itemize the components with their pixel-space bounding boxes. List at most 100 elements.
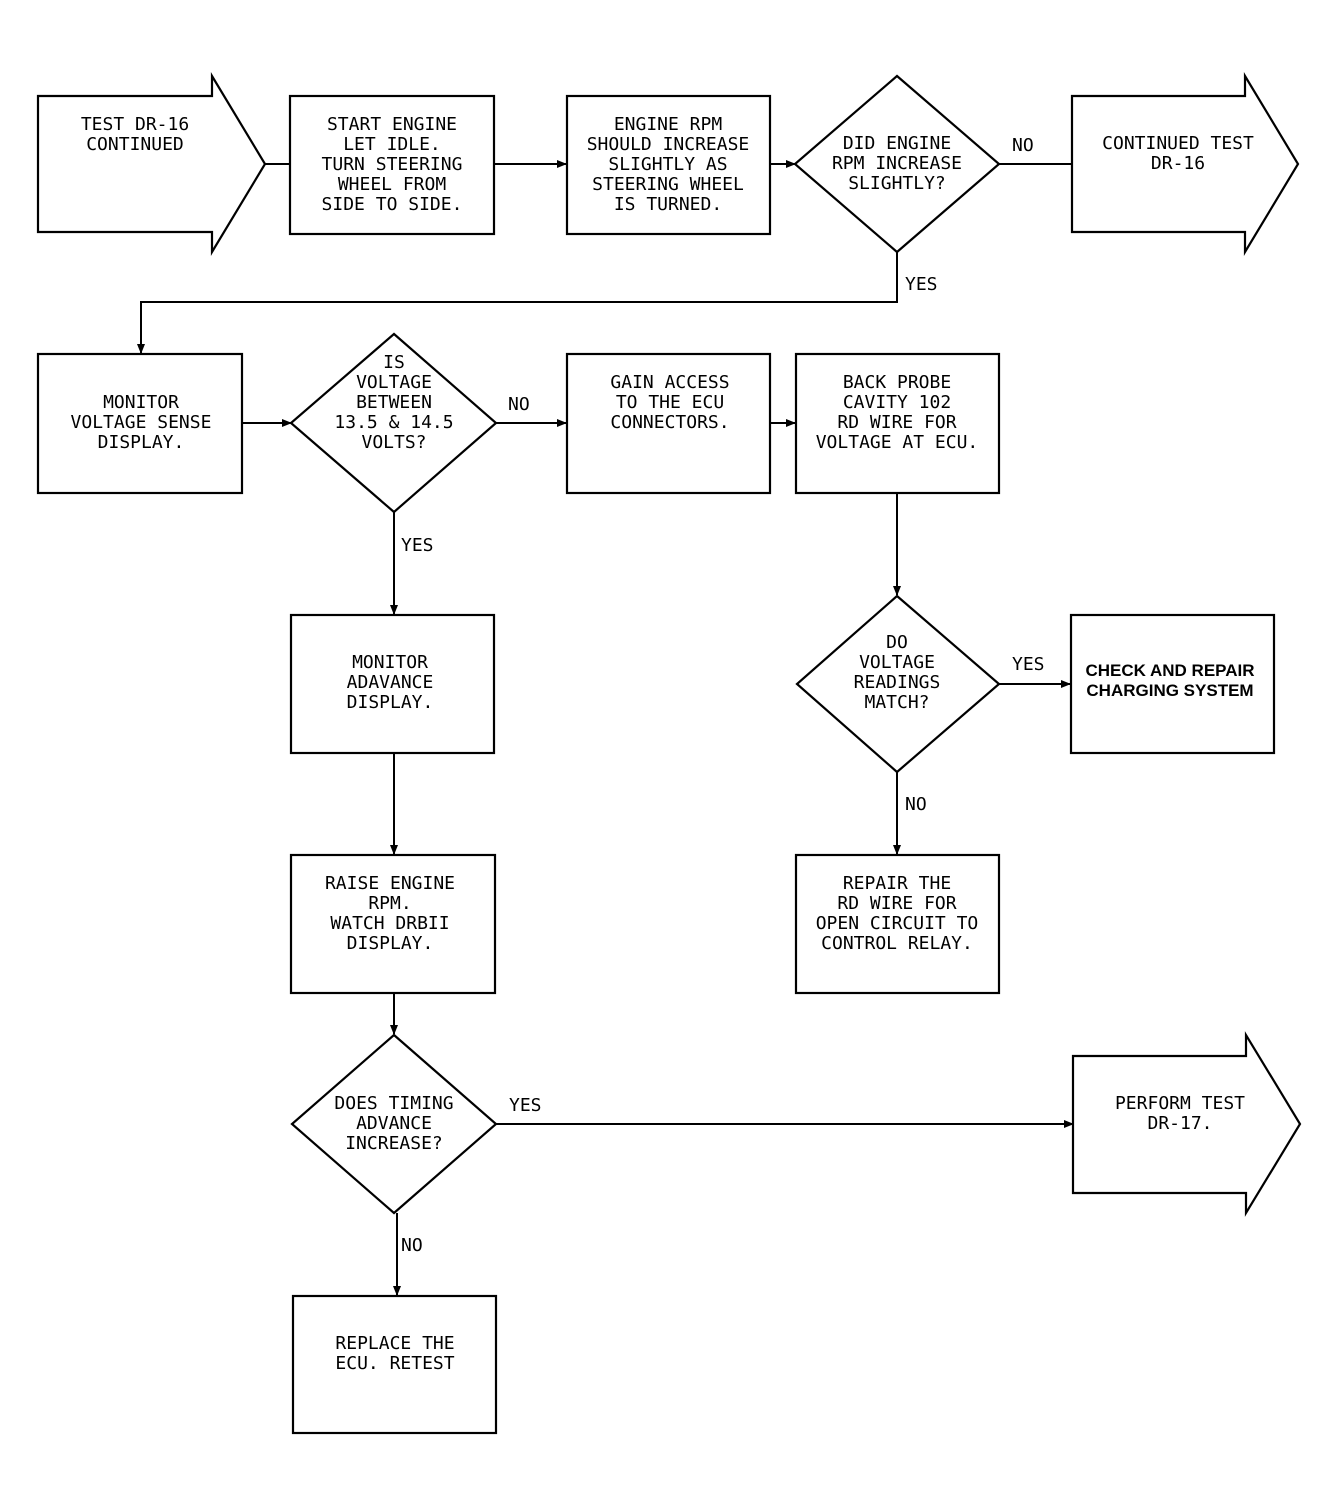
node-text-line: ADVANCE [356, 1113, 432, 1134]
node-text-line: RPM INCREASE [832, 153, 962, 174]
node-text-line: DISPLAY. [347, 692, 434, 713]
node-text-line: MONITOR [103, 392, 179, 413]
node-text-line: VOLTAGE AT ECU. [816, 432, 979, 453]
node-text-line: CAVITY 102 [843, 392, 951, 413]
node-text-line: CHECK AND REPAIR [1085, 661, 1254, 680]
node-text-line: MONITOR [352, 652, 428, 673]
node-text-line: CHARGING SYSTEM [1086, 681, 1253, 700]
label-timing-no: NO [401, 1235, 423, 1256]
label-rpm-no: NO [1012, 135, 1034, 156]
node-text-line: DID ENGINE [843, 133, 951, 154]
connector-rpm-decision-yes [137, 252, 898, 354]
node-text-line: DISPLAY. [347, 933, 434, 954]
label-timing-yes: YES [509, 1095, 542, 1116]
node-text-line: VOLTAGE SENSE [71, 412, 212, 433]
node-text-line: WATCH DRBII [330, 913, 449, 934]
node-text-line: DOES TIMING [334, 1093, 453, 1114]
node-text-line: READINGS [854, 672, 941, 693]
node-text-line: 13.5 & 14.5 [334, 412, 453, 433]
node-text-line: STEERING WHEEL [592, 174, 744, 195]
node-text-line: CONTINUED [86, 134, 184, 155]
node-text-line: SLIGHTLY AS [608, 154, 727, 175]
label-voltage-yes: YES [401, 535, 434, 556]
node-text-line: DR-16 [1151, 153, 1205, 174]
node-text-line: REPAIR THE [843, 873, 951, 894]
label-voltage-no: NO [508, 394, 530, 415]
node-text-line: START ENGINE [327, 114, 457, 135]
node-text-line: ECU. RETEST [335, 1353, 454, 1374]
node-text-line: ADAVANCE [347, 672, 434, 693]
node-text-line: RAISE ENGINE [325, 873, 455, 894]
node-text-line: GAIN ACCESS [610, 372, 729, 393]
node-text-line: SLIGHTLY? [848, 173, 946, 194]
node-text-line: IS [383, 352, 405, 373]
label-rpm-yes: YES [905, 274, 938, 295]
node-text-line: VOLTS? [361, 432, 426, 453]
node-text-line: DO [886, 632, 908, 653]
node-text-line: DISPLAY. [98, 432, 185, 453]
connectors [137, 160, 1074, 1296]
node-text-line: REPLACE THE [335, 1333, 454, 1354]
node-text-line: SIDE TO SIDE. [322, 194, 463, 215]
node-text-line: BACK PROBE [843, 372, 951, 393]
node-text-line: VOLTAGE [859, 652, 935, 673]
node-text-line: MATCH? [864, 692, 929, 713]
node-text-line: SHOULD INCREASE [587, 134, 750, 155]
node-text-line: VOLTAGE [356, 372, 432, 393]
node-text-line: PERFORM TEST [1115, 1093, 1245, 1114]
node-text-line: OPEN CIRCUIT TO [816, 913, 979, 934]
node-text-line: INCREASE? [345, 1133, 443, 1154]
node-text-line: RPM. [368, 893, 411, 914]
node-text-line: CONNECTORS. [610, 412, 729, 433]
node-text-line: WHEEL FROM [338, 174, 447, 195]
node-text-line: ENGINE RPM [614, 114, 723, 135]
node-text-line: BETWEEN [356, 392, 432, 413]
node-text-line: DR-17. [1147, 1113, 1212, 1134]
node-text-line: RD WIRE FOR [837, 893, 956, 914]
node-text-line: TURN STEERING [322, 154, 463, 175]
node-text-line: CONTROL RELAY. [821, 933, 973, 954]
edge-labels: NO YES NO YES YES NO YES NO [401, 135, 1045, 1256]
label-match-no: NO [905, 794, 927, 815]
node-text-line: LET IDLE. [343, 134, 441, 155]
node-text-line: IS TURNED. [614, 194, 722, 215]
node-text-line: TO THE ECU [616, 392, 724, 413]
node-text-line: TEST DR-16 [81, 114, 189, 135]
node-text-line: RD WIRE FOR [837, 412, 956, 433]
